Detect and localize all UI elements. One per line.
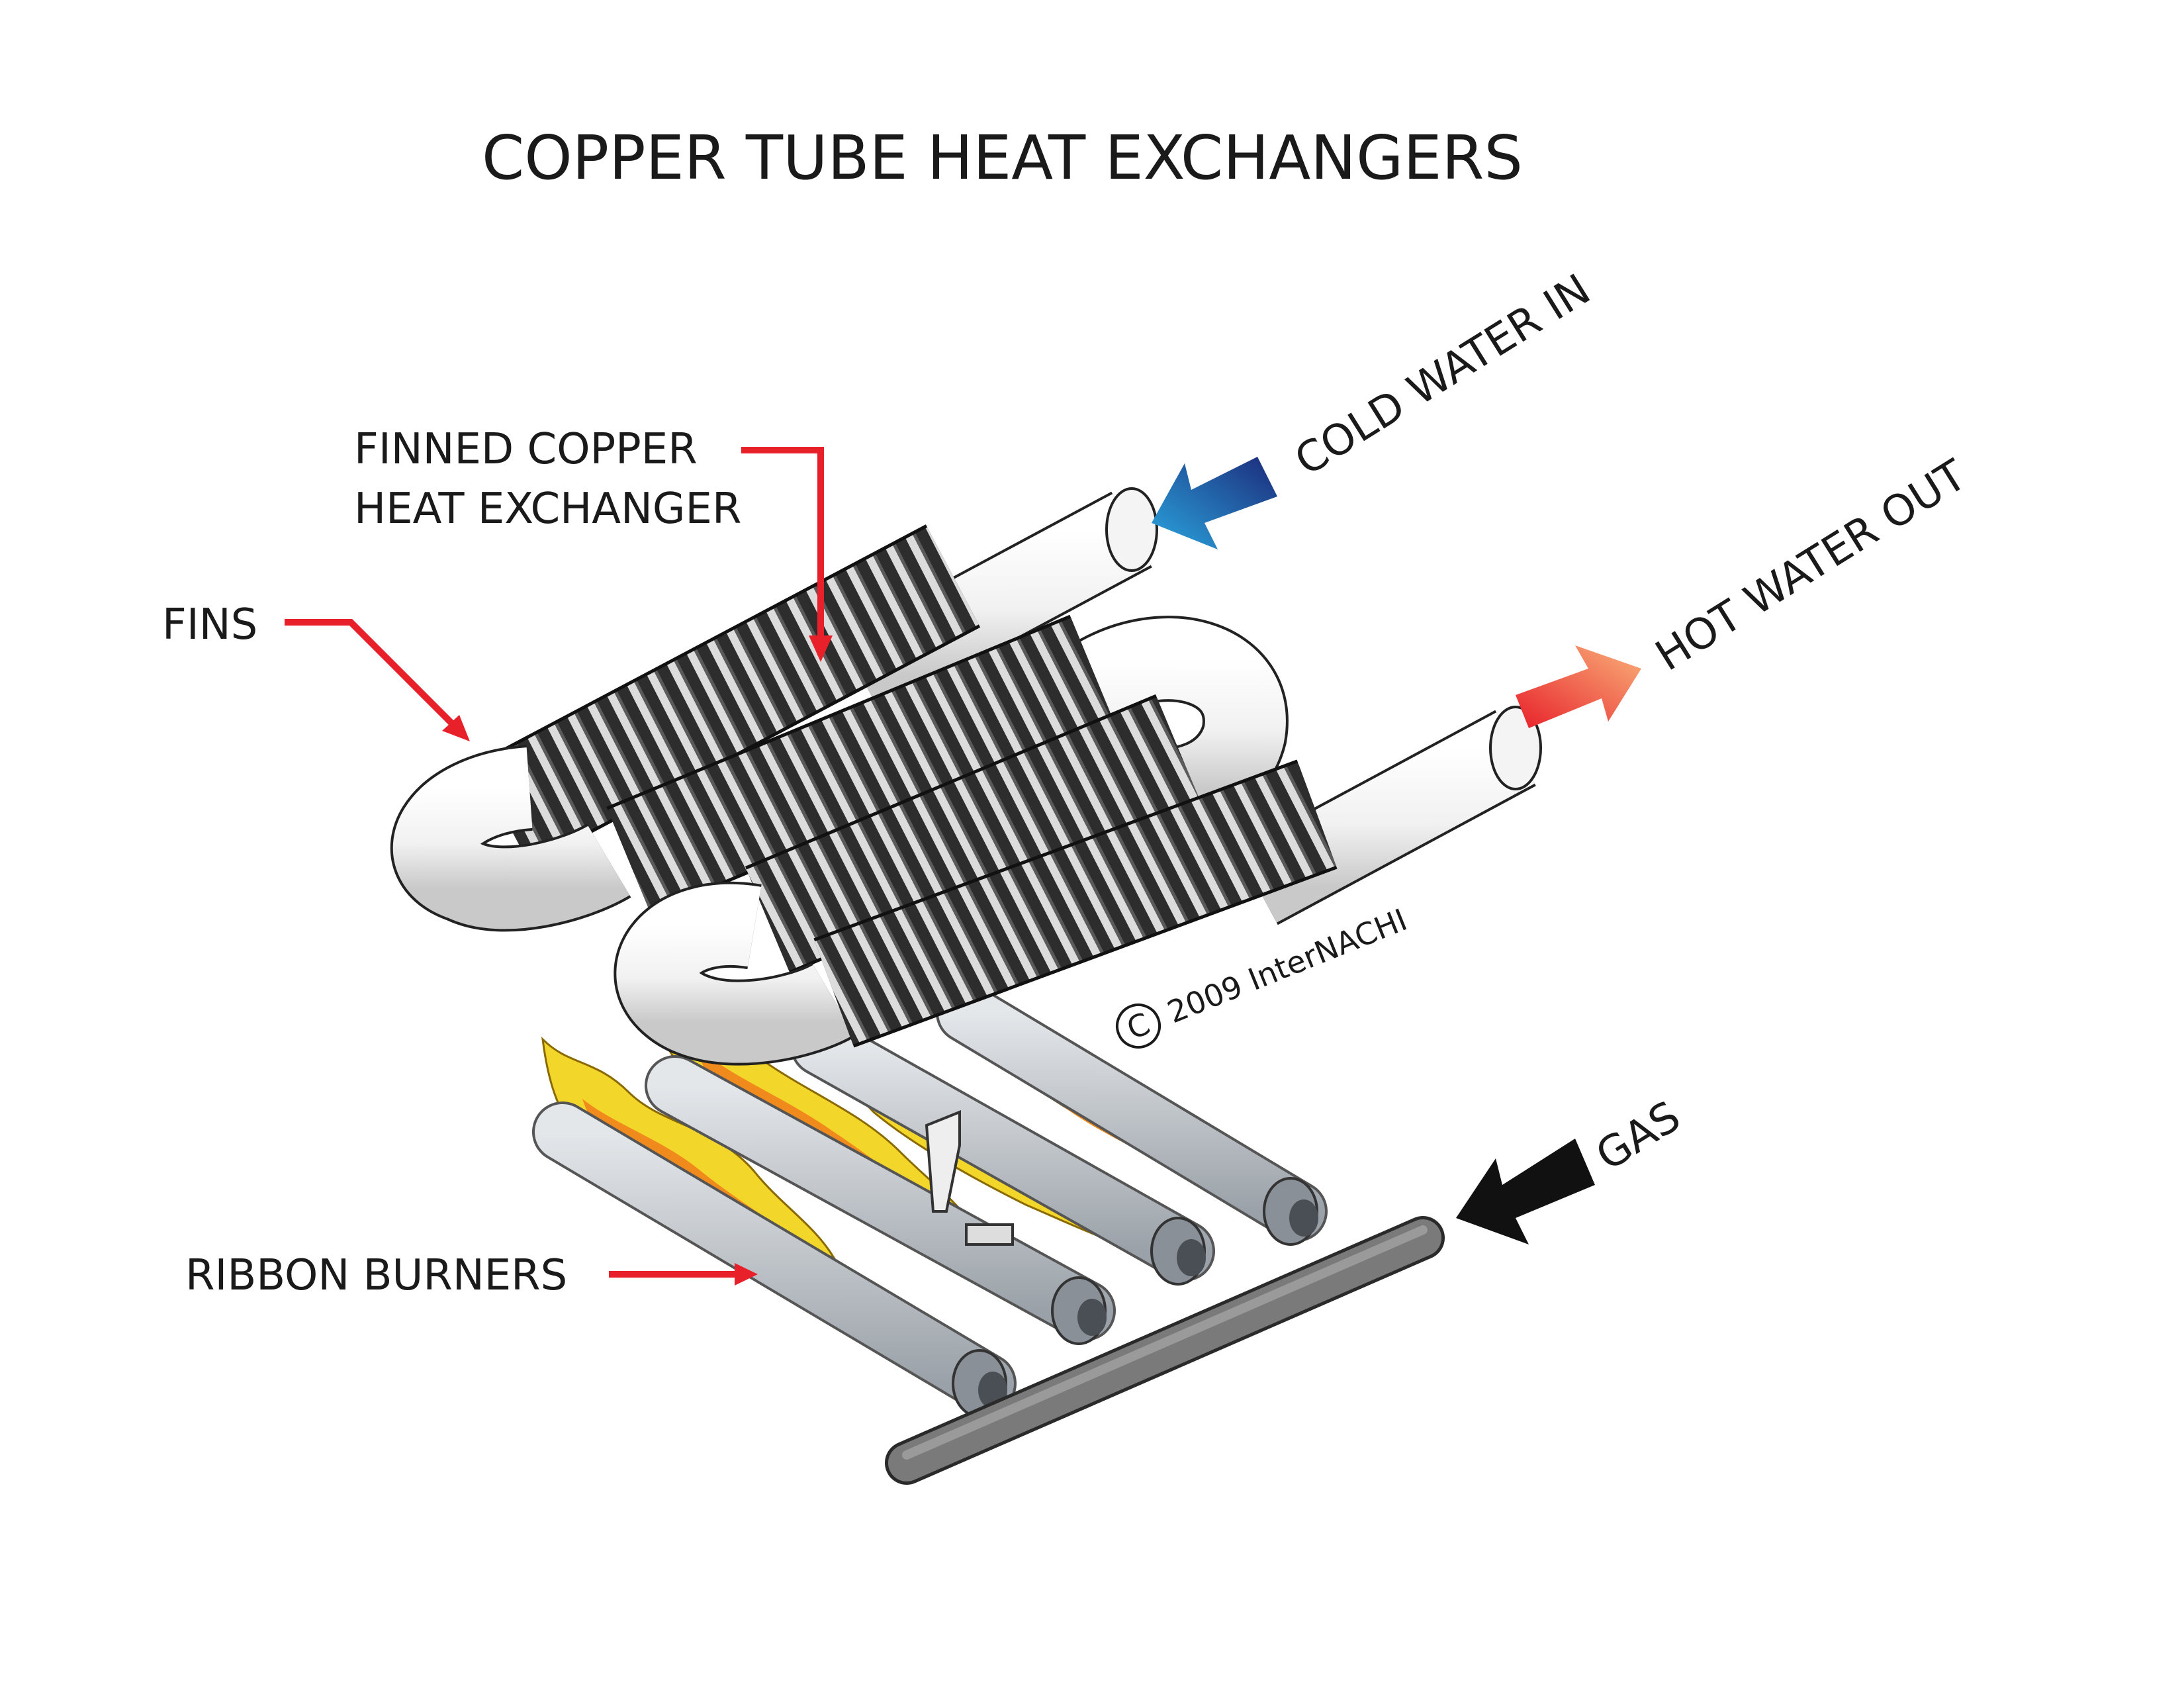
burner-tube-3 xyxy=(790,1015,1215,1286)
page-title: COPPER TUBE HEAT EXCHANGERS xyxy=(482,122,1523,193)
heat-exchanger xyxy=(390,487,1542,1066)
fins-label: FINS xyxy=(162,600,257,649)
hot-water-out-label: HOT WATER OUT xyxy=(1647,451,1976,681)
leader-fins xyxy=(285,619,470,741)
burner-tube-2 xyxy=(645,1055,1116,1345)
ribbon-burners-label: RIBBON BURNERS xyxy=(185,1251,567,1300)
gas-manifold-pipe xyxy=(885,1216,1445,1485)
hot-water-out-arrow xyxy=(1516,645,1641,728)
cold-water-in-arrow xyxy=(1152,457,1277,549)
ribbon-burners-group xyxy=(532,982,1445,1485)
finned-run-2 xyxy=(606,614,1115,915)
copyright-symbol: C xyxy=(1122,1006,1155,1047)
cold-water-in-label: COLD WATER IN xyxy=(1287,265,1599,486)
gas-arrow xyxy=(1456,1139,1595,1244)
leader-ribbon-burners xyxy=(609,1263,758,1286)
finned-run-4 xyxy=(813,759,1338,1048)
finned-copper-label-line1: FINNED COPPER xyxy=(354,425,698,474)
leader-finned-copper xyxy=(741,447,833,662)
finned-run-1 xyxy=(475,524,981,866)
finned-run-3 xyxy=(745,694,1201,974)
burner-tube-4 xyxy=(936,982,1328,1246)
finned-copper-label-line2: HEAT EXCHANGER xyxy=(354,485,741,534)
copyright-text: 2009 InterNACHI xyxy=(1162,902,1412,1030)
gas-label: GAS xyxy=(1588,1092,1689,1181)
pilot-bracket xyxy=(925,1110,1014,1246)
